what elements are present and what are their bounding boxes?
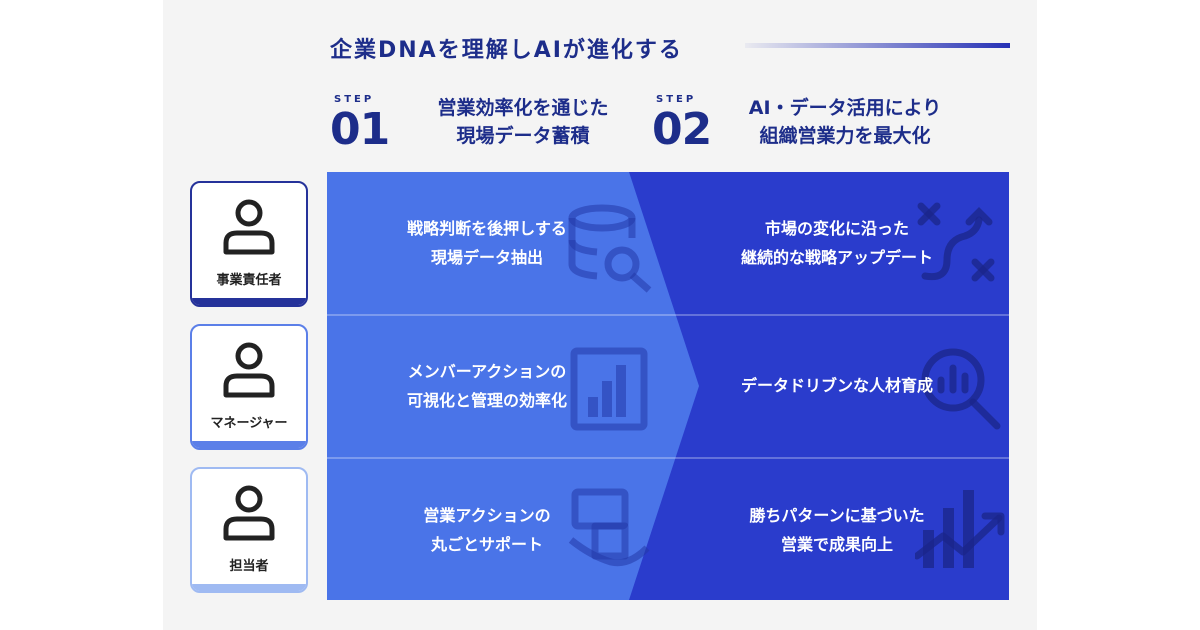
step-label: STEP: [334, 94, 375, 105]
bar-chart-icon: [570, 347, 648, 431]
matrix-cell-step1-staff: 営業アクションの 丸ごとサポート: [357, 501, 617, 559]
card-accent-strip: [192, 584, 306, 591]
cell-text-line: 勝ちパターンに基づいた: [749, 506, 925, 525]
step-description: 営業効率化を通じた 現場データ蓄積: [408, 94, 638, 150]
step-description-line: 営業効率化を通じた: [437, 97, 609, 119]
cell-text-line: 継続的な戦略アップデート: [740, 248, 933, 267]
step-number: 02: [652, 104, 712, 155]
page-title: 企業DNAを理解しAIが進化する: [330, 38, 683, 63]
matrix-cell-step1-manager: メンバーアクションの 可視化と管理の効率化: [357, 357, 617, 415]
role-name: マネージャー: [210, 416, 288, 431]
person-icon: [223, 485, 275, 541]
step-description-line: AI・データ活用により: [748, 97, 942, 119]
cell-text-line: 戦略判断を後押しする: [407, 219, 567, 238]
step-matrix: 戦略判断を後押しする 現場データ抽出 市場の変化に沿った 継続的な戦略アップデー…: [327, 172, 1009, 600]
support-box-icon: [568, 488, 650, 567]
matrix-cell-step1-executive: 戦略判断を後押しする 現場データ抽出: [357, 214, 617, 272]
database-search-icon: [568, 204, 652, 293]
cell-text-line: 営業で成果向上: [780, 535, 893, 554]
cell-text-line: メンバーアクションの: [407, 362, 567, 381]
cell-text-line: 営業アクションの: [423, 506, 551, 525]
strategy-path-icon: [917, 202, 995, 282]
cell-text-line: 可視化と管理の効率化: [406, 391, 567, 410]
card-accent-strip: [192, 441, 306, 448]
step-label: STEP: [656, 94, 697, 105]
role-name: 事業責任者: [216, 273, 282, 288]
person-icon: [223, 199, 275, 255]
matrix-cell-step2-manager: データドリブンな人材育成: [697, 371, 977, 400]
cell-text-line: 丸ごとサポート: [430, 535, 543, 554]
person-icon: [223, 342, 275, 398]
cell-text-line: 市場の変化に沿った: [764, 219, 909, 238]
card-accent-strip: [192, 298, 306, 305]
step-description: AI・データ活用により 組織営業力を最大化: [730, 94, 960, 150]
role-card-executive: 事業責任者: [190, 181, 308, 307]
cell-text-line: 現場データ抽出: [430, 248, 543, 267]
role-card-staff: 担当者: [190, 467, 308, 593]
cell-text-line: データドリブンな人材育成: [740, 376, 933, 395]
role-card-manager: マネージャー: [190, 324, 308, 450]
chart-search-icon: [921, 348, 1001, 430]
step-number: 01: [330, 104, 390, 155]
matrix-background: [327, 172, 1009, 600]
trend-up-icon: [915, 490, 1005, 568]
step-description-line: 組織営業力を最大化: [759, 125, 931, 147]
title-gradient-line: [745, 43, 1010, 48]
matrix-cell-step2-executive: 市場の変化に沿った 継続的な戦略アップデート: [697, 214, 977, 272]
role-name: 担当者: [229, 559, 269, 574]
matrix-cell-step2-staff: 勝ちパターンに基づいた 営業で成果向上: [697, 501, 977, 559]
step-description-line: 現場データ蓄積: [456, 125, 590, 147]
